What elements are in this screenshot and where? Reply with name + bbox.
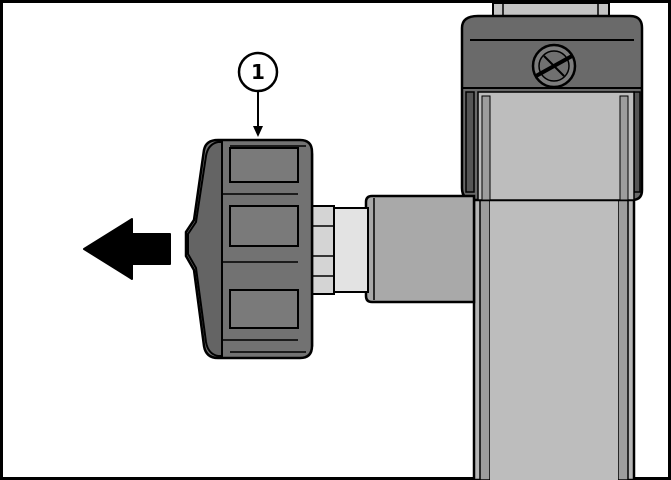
callout-arrowhead [253,126,263,137]
threaded-sleeve [303,205,369,295]
left-arrow-icon [83,218,171,280]
horizontal-tube [364,194,476,304]
callout-1: 1 [237,51,279,137]
screw-icon [531,43,577,89]
tube-end-cap [460,14,644,202]
callout-number: 1 [251,60,265,84]
adjustment-knob [184,138,314,360]
